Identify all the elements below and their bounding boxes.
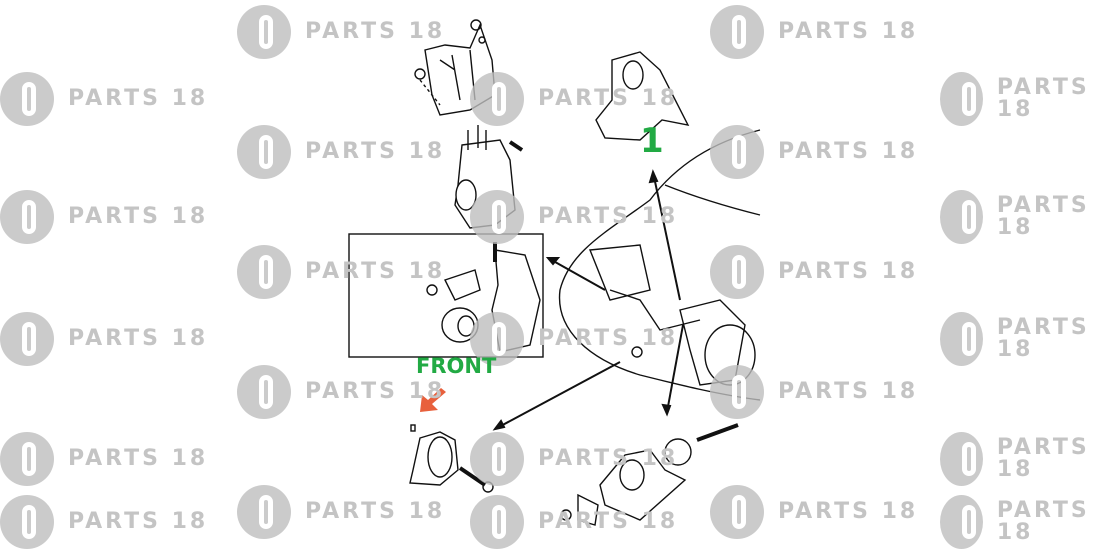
engine-mount-bracket[interactable] [454,125,524,229]
vehicle-engine-bay [558,129,761,401]
front-engine-mount[interactable] [409,424,494,493]
leader-arrows [492,169,684,431]
front-direction-arrow [420,388,446,412]
detail-inset-box [348,233,544,358]
rear-engine-mount[interactable] [560,423,739,526]
callout-number-1: 1 [640,121,664,161]
front-label: FRONT [416,354,497,378]
upper-engine-mount[interactable] [414,19,496,116]
transmission-mount-upper[interactable] [595,51,690,141]
